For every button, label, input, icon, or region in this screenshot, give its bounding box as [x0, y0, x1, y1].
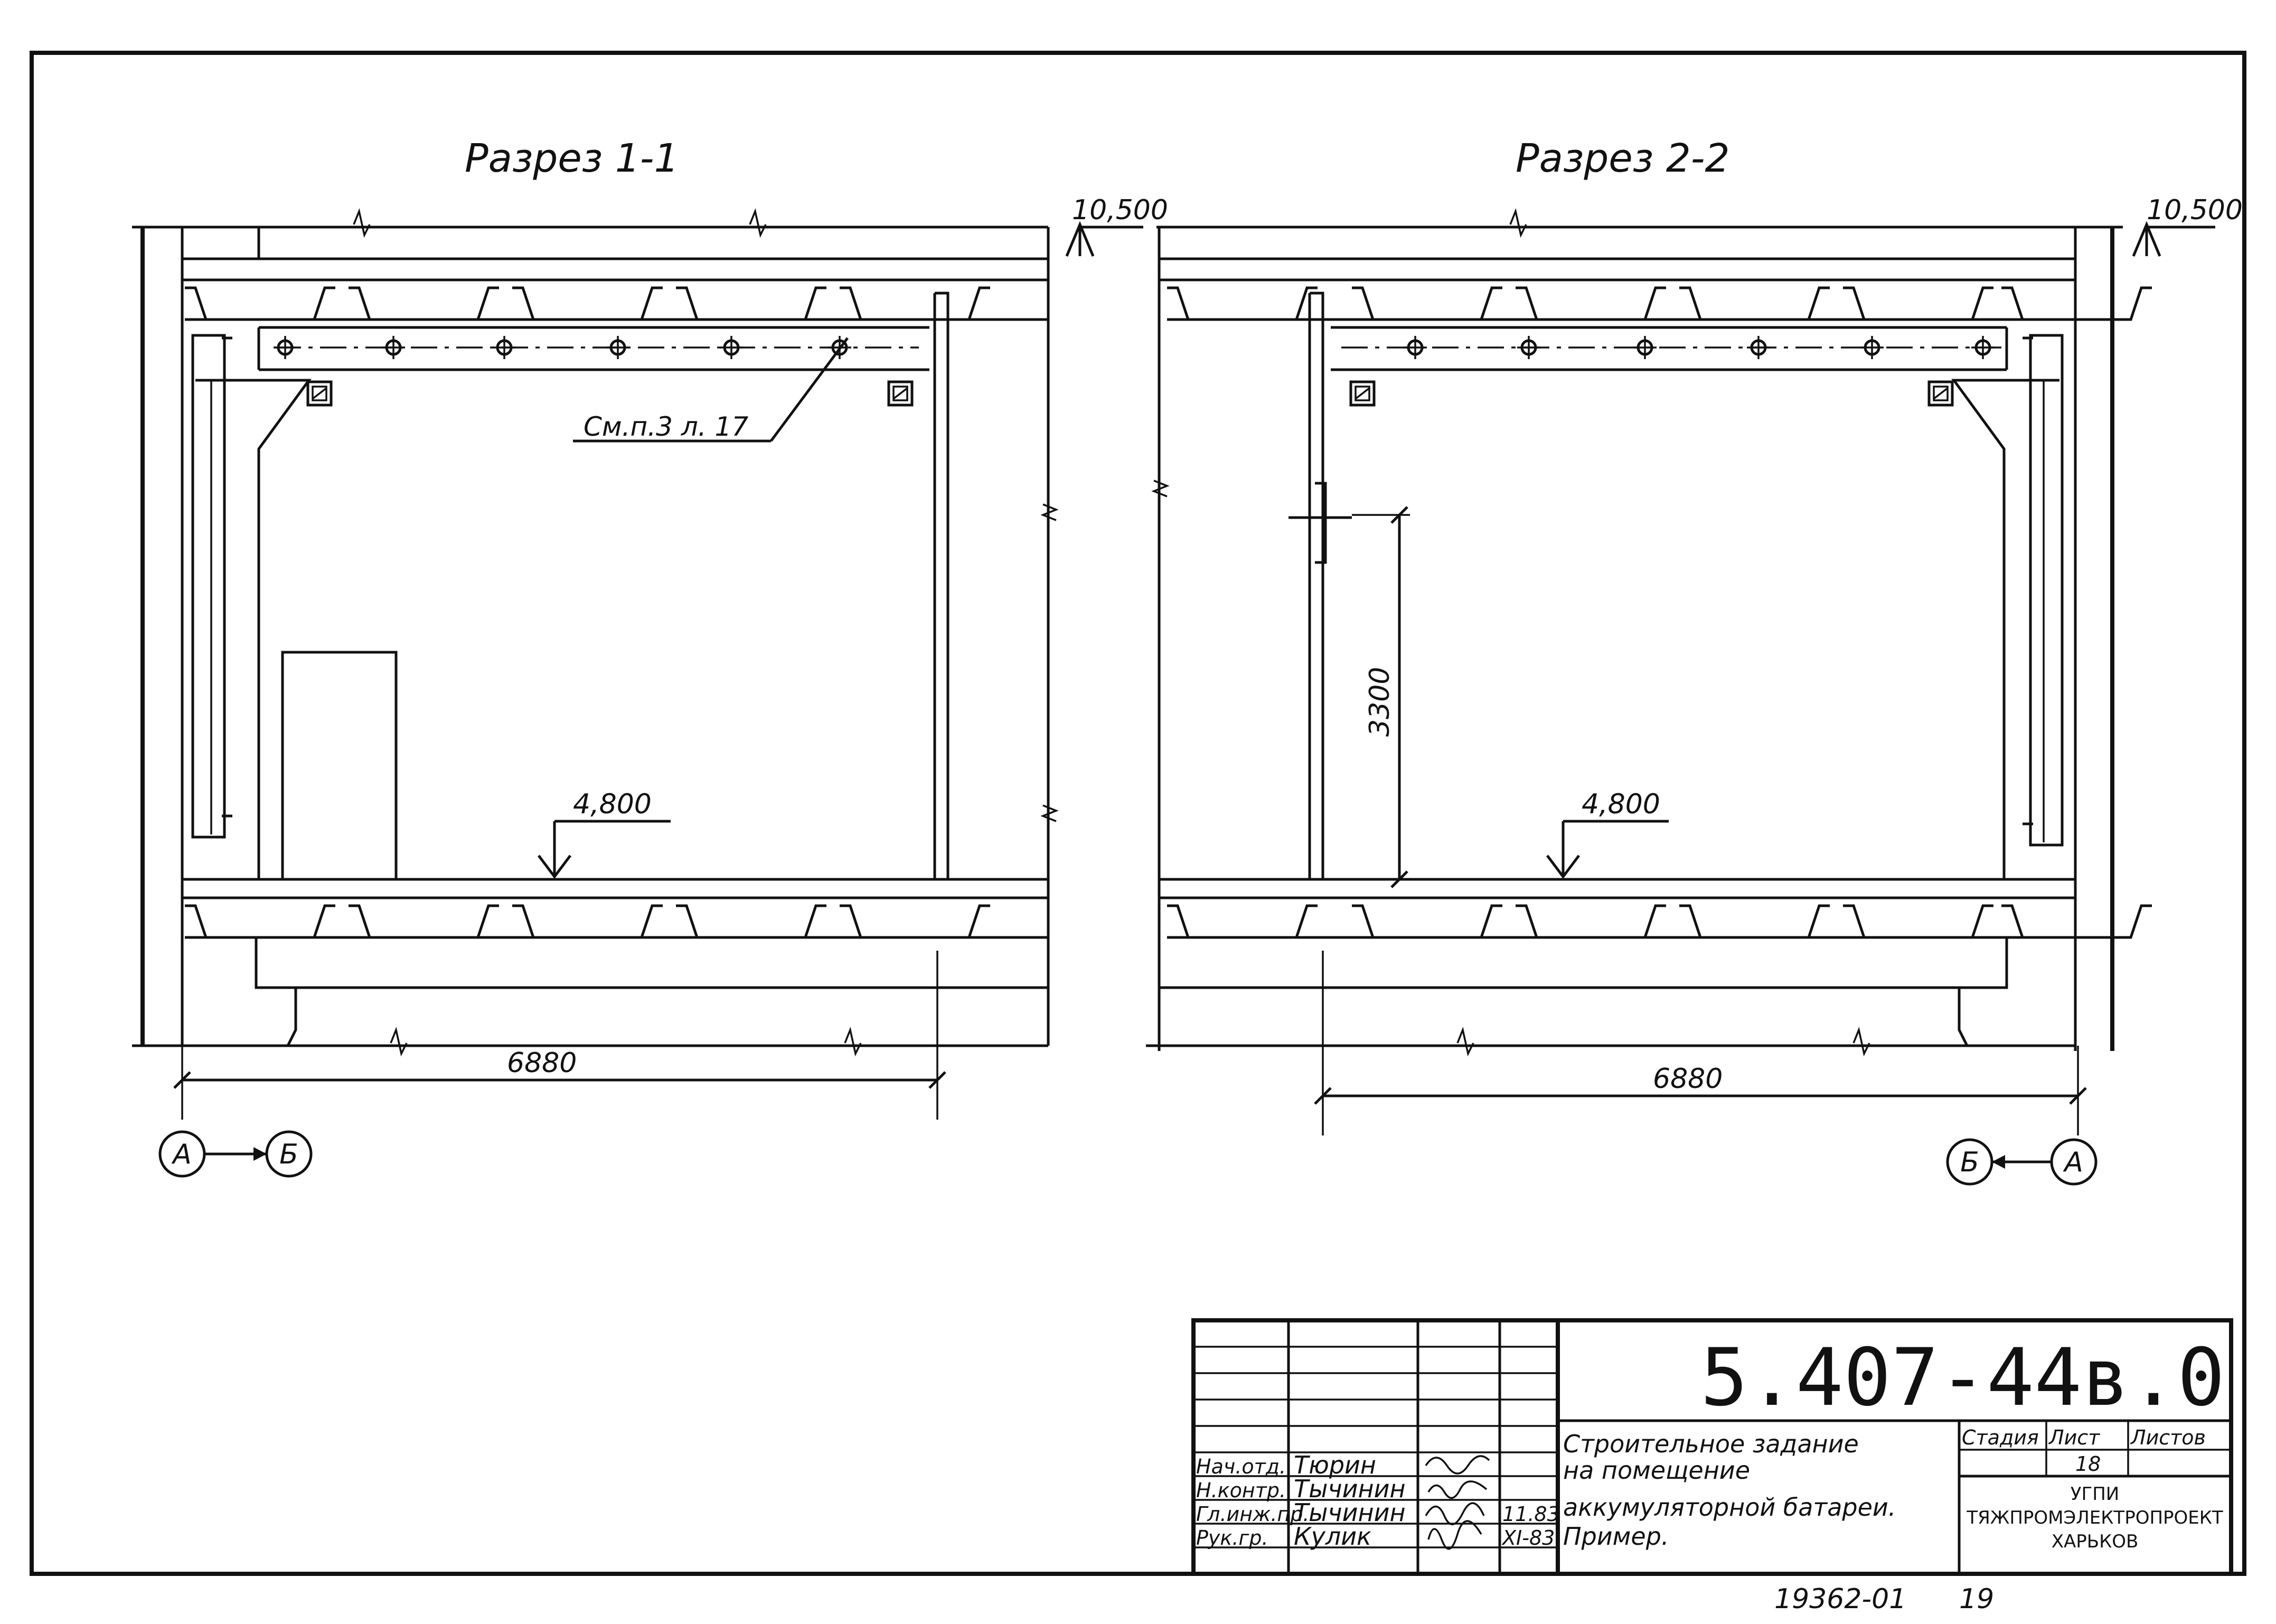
axis-markers-2: Б А	[1946, 1138, 2098, 1186]
span-dimension-2: 6880	[1314, 951, 2087, 1135]
crane-column-right	[2029, 334, 2064, 847]
roof-slabs	[185, 288, 1048, 321]
org-line: ХАРЬКОВ	[2052, 1531, 2139, 1552]
svg-text:10,500: 10,500	[1072, 194, 1168, 226]
section-2-2: Разрез 2-2	[1146, 136, 2243, 1186]
elevation-floor-1: 4,800	[538, 788, 671, 879]
description-line: Пример.	[1563, 1522, 1669, 1551]
vent-icon	[889, 382, 912, 405]
page-number: 19	[1959, 1583, 1994, 1615]
sig-name: Тычинин	[1294, 1498, 1406, 1527]
lamp-icon	[1860, 336, 1884, 359]
lamp-row-2	[1331, 326, 2008, 371]
roof-slabs-2	[1167, 288, 2152, 321]
description-line: аккумуляторной батареи.	[1563, 1493, 1896, 1522]
description-line: Строительное задание	[1563, 1430, 1859, 1458]
svg-text:См.п.3 л. 17: См.п.3 л. 17	[584, 411, 748, 442]
lamp-icon	[1747, 336, 1770, 359]
sig-role: Рук.гр.	[1196, 1526, 1268, 1550]
lamp-icon	[720, 336, 743, 359]
signature-scribbles	[1425, 1455, 1490, 1550]
sig-role: Н.контр.	[1196, 1479, 1286, 1502]
svg-text:3300: 3300	[1364, 667, 1396, 737]
sheet-header: Лист	[2048, 1426, 2101, 1449]
elevation-floor-2: 4,800	[1546, 788, 1669, 879]
vent-icon	[308, 382, 331, 405]
svg-text:4,800: 4,800	[1582, 788, 1660, 820]
org-line: УГПИ	[2071, 1484, 2119, 1505]
vent-icon	[1351, 382, 1374, 405]
floor-slab	[132, 878, 1048, 1047]
section-2-title: Разрез 2-2	[1516, 136, 1730, 181]
section-1-1: Разрез 1-1	[132, 136, 1168, 1178]
lamp-icon	[1517, 336, 1540, 359]
floor-slab-2	[1146, 878, 2152, 1047]
lamp-icon	[382, 336, 405, 359]
sheets-header: Листов	[2130, 1426, 2206, 1449]
lamp-icon	[493, 336, 516, 359]
lamp-row	[257, 326, 929, 371]
sig-name: Тычинин	[1294, 1475, 1406, 1503]
note-leader: См.п.3 л. 17	[573, 337, 849, 443]
archive-number: 19362-01	[1774, 1583, 1906, 1615]
height-dimension: 3300	[1352, 506, 1410, 888]
lamp-icon	[1633, 336, 1657, 359]
sheet-number: 18	[2075, 1452, 2101, 1476]
svg-text:6880: 6880	[1653, 1063, 1723, 1095]
svg-text:4,800: 4,800	[573, 788, 652, 820]
svg-text:6880: 6880	[507, 1047, 577, 1079]
axis-markers-1: А Б	[158, 1130, 313, 1178]
svg-text:Б: Б	[279, 1139, 298, 1170]
axis-marker-b	[265, 1130, 313, 1178]
lamp-icon	[274, 336, 297, 359]
document-code: 5.407-44в.0	[1700, 1332, 2225, 1424]
svg-text:А: А	[2063, 1147, 2083, 1178]
title-block: Нач.отд. Тюрин Н.контр. Тычинин Гл.инж.п…	[1191, 1318, 2233, 1576]
vent-icon	[1929, 382, 1952, 405]
drawing-frame	[30, 51, 2246, 1576]
elevation-top-1: 10,500	[1065, 194, 1168, 257]
svg-text:10,500: 10,500	[2147, 194, 2243, 226]
sig-date: 11.83	[1502, 1503, 1560, 1526]
lamp-icon	[1971, 336, 1995, 359]
axis-marker-a	[2050, 1138, 2098, 1186]
sig-role: Нач.отд.	[1196, 1455, 1286, 1478]
crane-column-left	[191, 334, 226, 839]
elevation-top-2: 10,500	[2132, 194, 2243, 257]
org-line: ТЯЖПРОМЭЛЕКТРОПРОЕКТ	[1966, 1507, 2223, 1528]
sig-name: Кулик	[1294, 1522, 1371, 1551]
crane-bracket-2	[1951, 379, 2059, 879]
right-column	[933, 292, 949, 879]
lamp-icon	[606, 336, 629, 359]
svg-text:Б: Б	[1960, 1147, 1979, 1178]
lamp-icon	[1404, 336, 1427, 359]
span-dimension-1: 6880	[173, 951, 946, 1120]
sig-role: Гл.инж.пр.	[1196, 1503, 1309, 1526]
sig-date: XI-83	[1501, 1526, 1555, 1550]
left-column-2	[1308, 292, 1324, 879]
stage-header: Стадия	[1962, 1426, 2039, 1449]
section-1-title: Разрез 1-1	[465, 136, 679, 181]
sig-name: Тюрин	[1294, 1451, 1376, 1479]
door	[281, 651, 398, 881]
description-line: на помещение	[1563, 1456, 1750, 1485]
svg-text:А: А	[171, 1139, 192, 1170]
crane-bracket	[195, 379, 312, 879]
